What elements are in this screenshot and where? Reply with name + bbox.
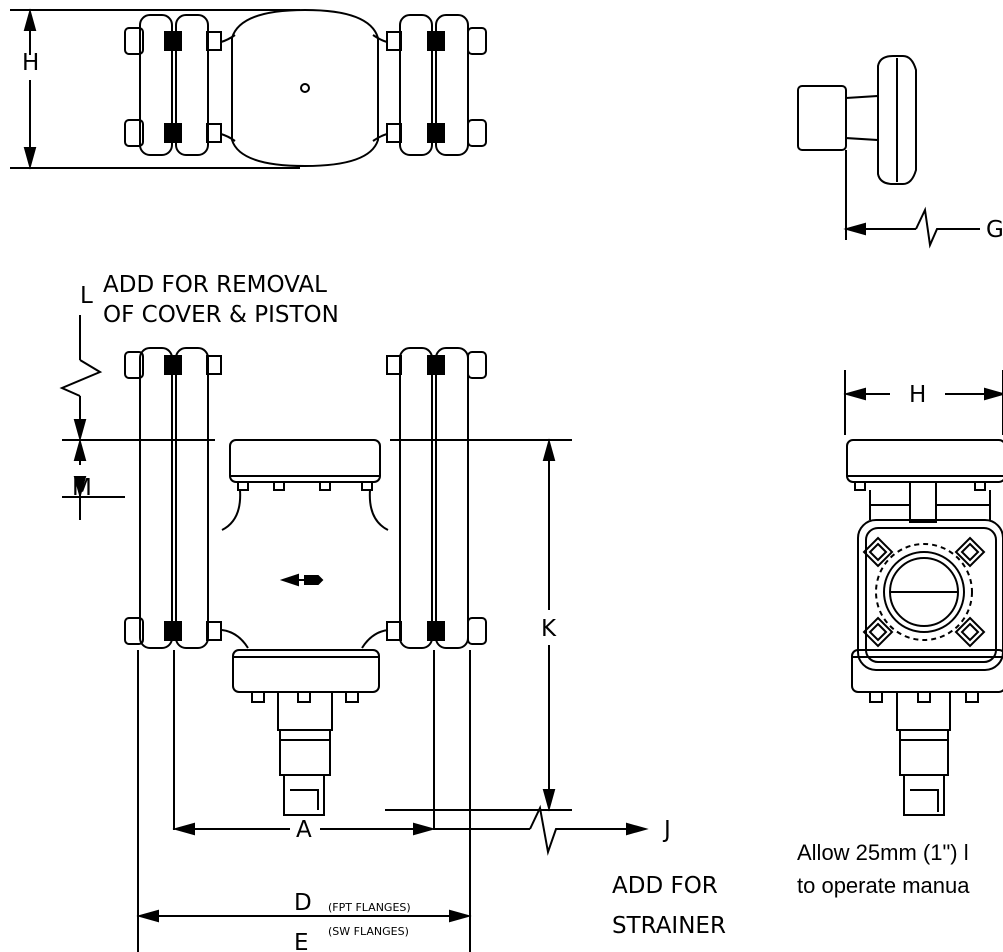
front-view: M K — [62, 347, 726, 952]
dim-d-sub: (FPT FLANGES) — [328, 901, 411, 914]
dim-m: M — [72, 475, 92, 501]
dim-g: G — [986, 217, 1003, 243]
dim-h-side: H — [909, 382, 926, 408]
dim-l-note-2: OF COVER & PISTON — [103, 302, 339, 328]
dim-j-note-2: STRAINER — [612, 913, 726, 939]
dim-a: A — [296, 817, 312, 843]
note-line-2: to operate manua — [797, 873, 970, 898]
dim-l-group: L ADD FOR REMOVAL OF COVER & PISTON — [59, 272, 339, 442]
dim-k: K — [541, 616, 557, 642]
dim-j: J — [662, 817, 671, 843]
dim-d: D — [294, 890, 312, 916]
note-line-1: Allow 25mm (1") l — [797, 840, 969, 865]
side-view: H — [843, 370, 1003, 816]
manual-operator-view: G — [797, 55, 1003, 249]
dim-e-sub: (SW FLANGES) — [328, 925, 409, 938]
dim-h-top: H — [22, 50, 39, 76]
top-view: H — [10, 8, 487, 170]
dim-l-note-1: ADD FOR REMOVAL — [103, 272, 327, 298]
dim-j-note-1: ADD FOR — [612, 873, 718, 899]
dim-l: L — [80, 283, 93, 309]
dim-e: E — [294, 930, 309, 952]
